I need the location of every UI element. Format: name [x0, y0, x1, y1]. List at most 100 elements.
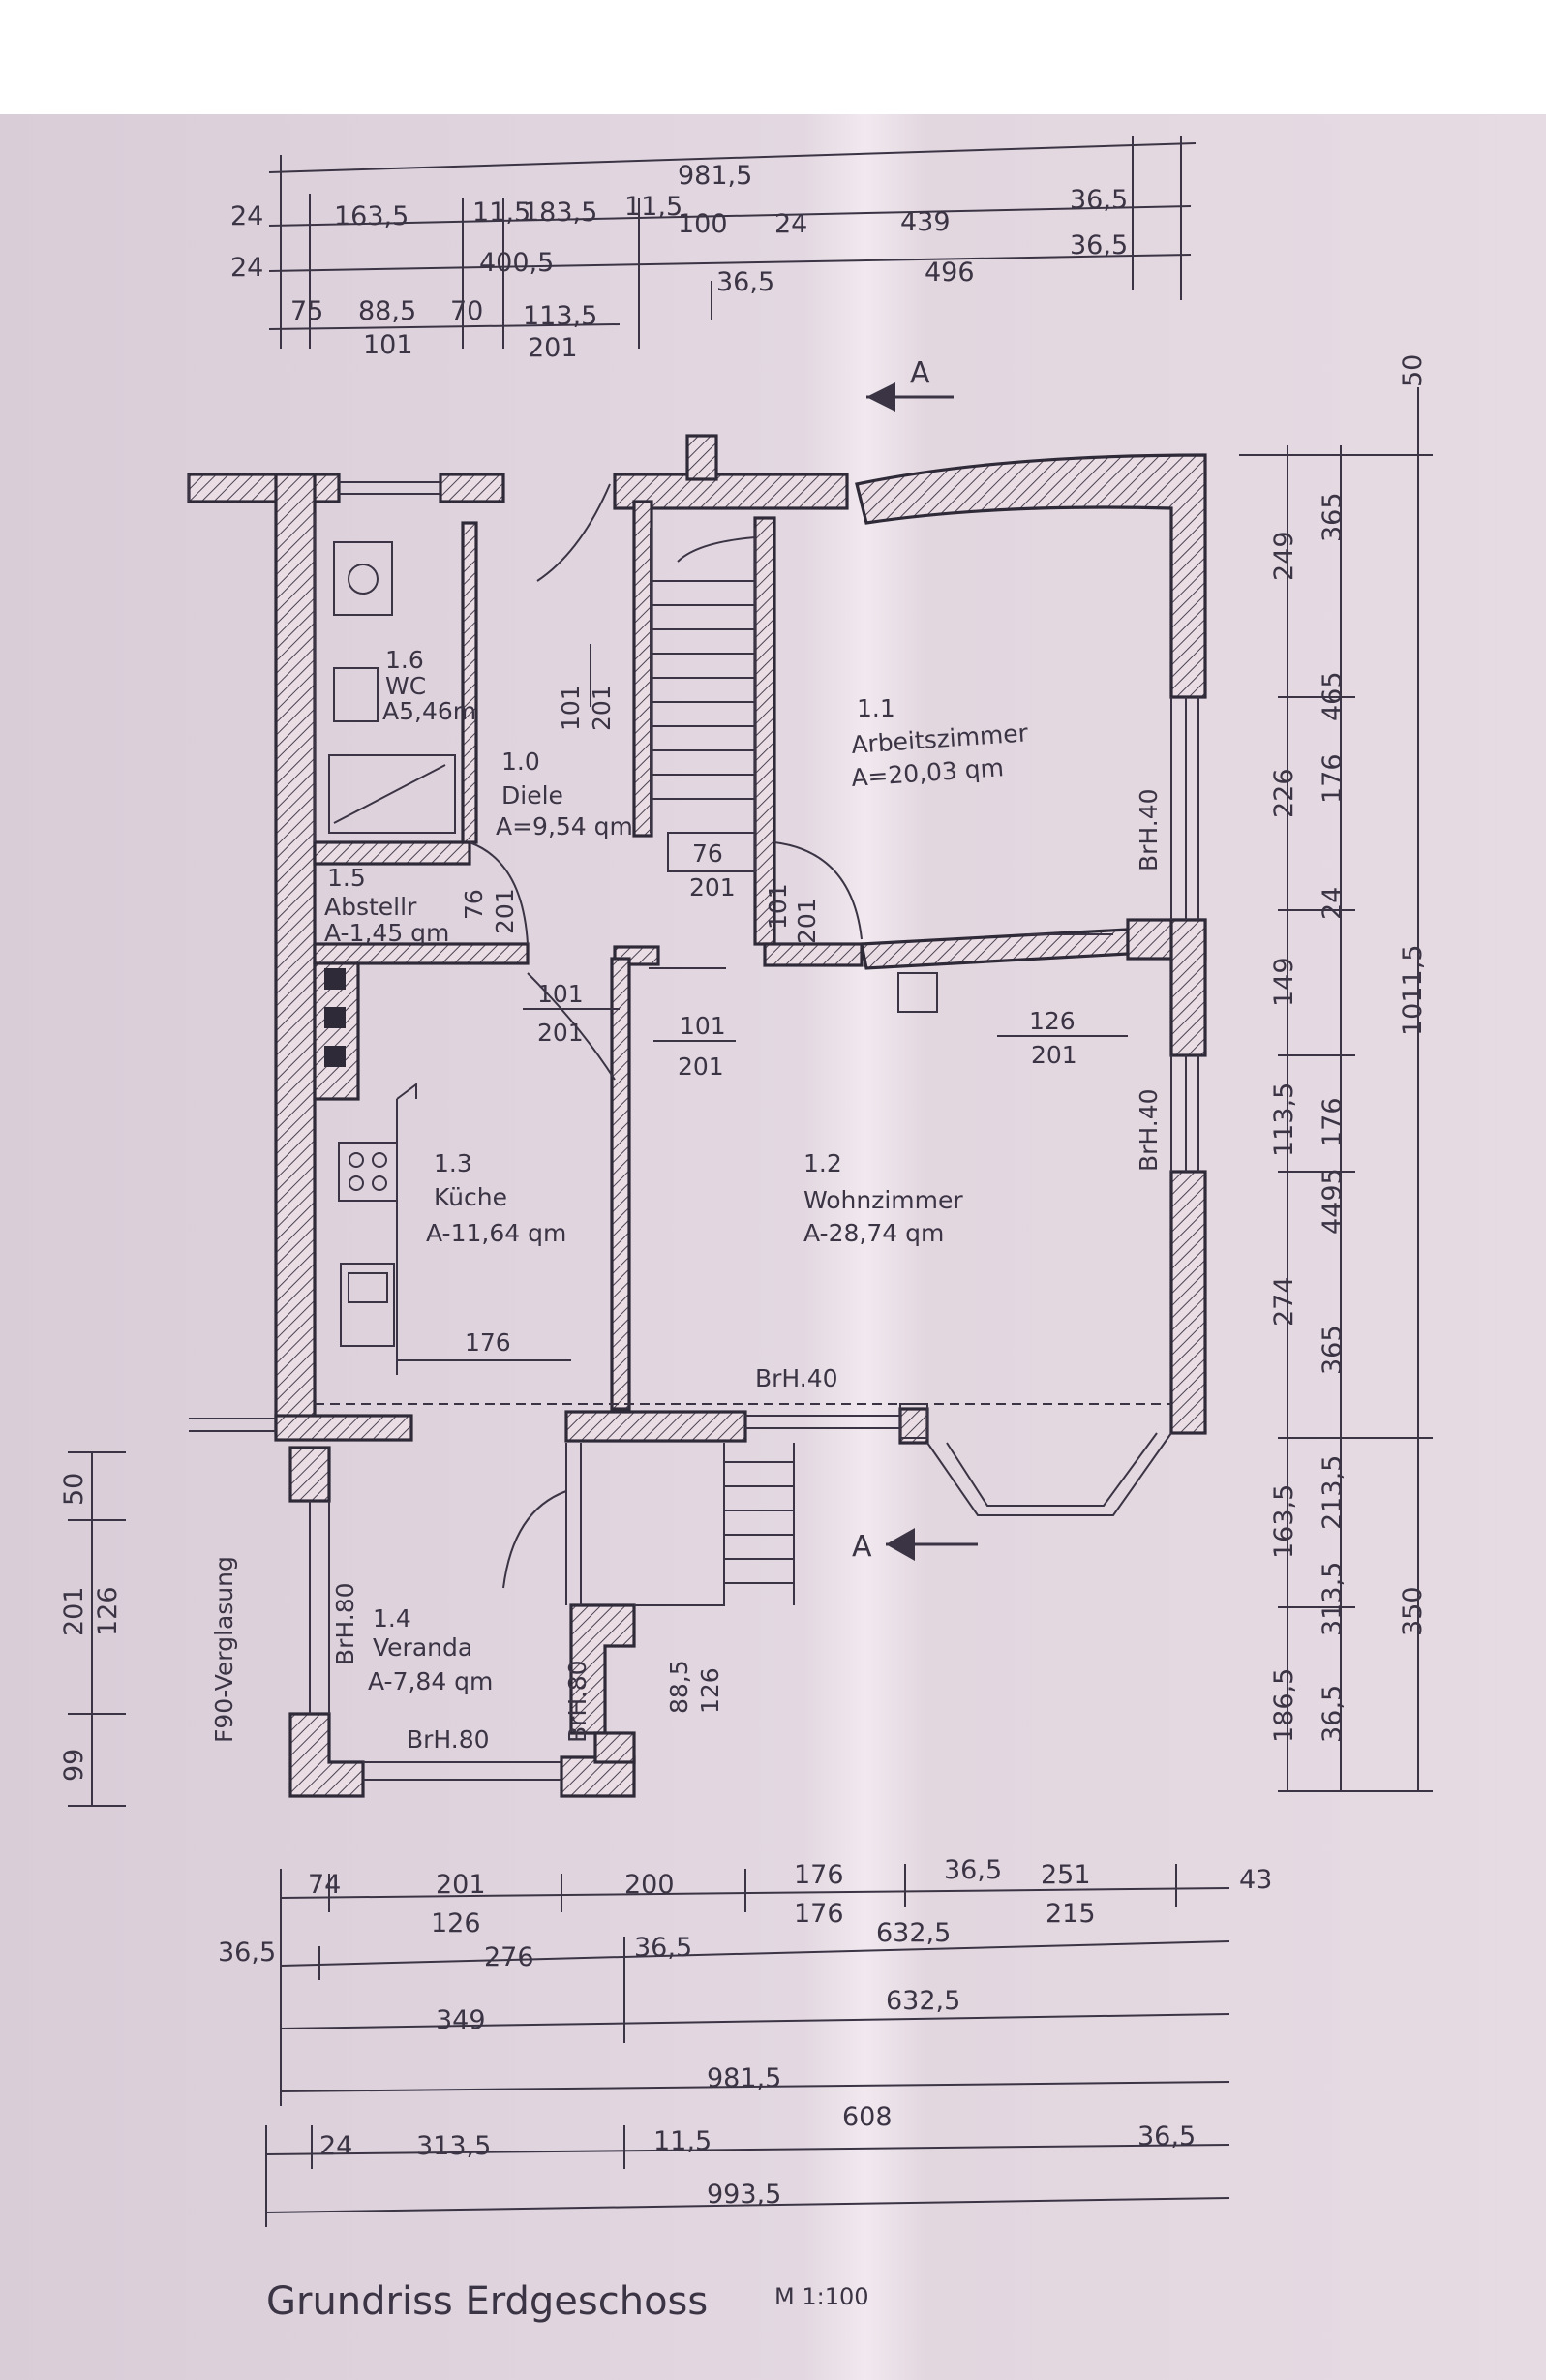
svg-text:365: 365 [1318, 492, 1348, 542]
svg-text:1.4: 1.4 [373, 1604, 411, 1632]
svg-text:WC: WC [385, 672, 426, 700]
dim-top3-201: 201 [528, 333, 578, 363]
svg-text:1.2: 1.2 [803, 1149, 842, 1177]
svg-text:186,5: 186,5 [1269, 1668, 1299, 1743]
section-marker-top: A [866, 356, 954, 412]
svg-text:A-7,84 qm: A-7,84 qm [368, 1667, 493, 1695]
svg-text:Wohnzimmer: Wohnzimmer [803, 1186, 963, 1214]
top-dimension-chains: 981,5 24 163,5 11,5 183,5 11,5 100 24 43… [230, 136, 1197, 363]
svg-text:4495: 4495 [1318, 1168, 1348, 1235]
svg-text:11,5: 11,5 [653, 2126, 712, 2156]
svg-text:313,5: 313,5 [1318, 1562, 1348, 1636]
svg-text:50: 50 [1398, 354, 1428, 387]
svg-text:1.6: 1.6 [385, 646, 424, 674]
svg-text:149: 149 [1269, 957, 1299, 1007]
drawing-title: Grundriss Erdgeschoss [266, 2279, 708, 2324]
dim-top-overall: 981,5 [678, 161, 752, 191]
svg-text:101: 101 [537, 980, 584, 1008]
svg-text:201: 201 [59, 1586, 89, 1636]
dim-top2-400: 400,5 [479, 248, 554, 278]
svg-text:24: 24 [1318, 887, 1348, 920]
svg-text:74: 74 [308, 1870, 341, 1900]
svg-text:36,5: 36,5 [944, 1855, 1002, 1885]
svg-text:50: 50 [59, 1473, 89, 1506]
dim-top3-75: 75 [290, 296, 323, 326]
svg-text:274: 274 [1269, 1276, 1299, 1327]
svg-text:88,5: 88,5 [665, 1660, 693, 1714]
brh40-arbeits: BrH.40 [1135, 788, 1163, 871]
staircase-main [650, 528, 756, 872]
svg-text:201: 201 [1031, 1041, 1077, 1069]
svg-text:A-1,45 qm: A-1,45 qm [324, 919, 449, 947]
dim-top-11b: 11,5 [624, 192, 682, 222]
dim-top-183: 183,5 [523, 198, 597, 228]
section-label-top: A [910, 356, 930, 390]
dim-top3-101: 101 [363, 330, 413, 360]
svg-text:A=9,54 qm: A=9,54 qm [496, 812, 633, 840]
outline-lines [188, 474, 1199, 1781]
svg-text:176: 176 [794, 1860, 844, 1890]
dim-top-163: 163,5 [334, 201, 409, 231]
kitchen-fixtures [324, 968, 417, 1375]
svg-text:1.0: 1.0 [501, 748, 540, 776]
dim-top-24a: 24 [230, 201, 263, 231]
svg-text:76: 76 [692, 839, 723, 868]
section-label-bottom: A [852, 1530, 872, 1564]
section-marker-bottom: A [852, 1528, 978, 1564]
svg-text:36,5: 36,5 [634, 1933, 692, 1963]
svg-text:201: 201 [689, 873, 736, 901]
svg-text:200: 200 [624, 1870, 675, 1900]
dim-top-439: 439 [900, 207, 951, 237]
chimney [897, 972, 938, 1013]
svg-text:632,5: 632,5 [886, 1986, 960, 2016]
svg-text:201: 201 [537, 1019, 584, 1047]
svg-text:1.5: 1.5 [327, 864, 366, 892]
room-label-kueche: 1.3 Küche A-11,64 qm [426, 1149, 566, 1247]
svg-text:126: 126 [431, 1908, 481, 1938]
svg-text:43: 43 [1239, 1865, 1272, 1895]
svg-text:Abstellr: Abstellr [324, 893, 417, 921]
svg-text:226: 226 [1269, 768, 1299, 818]
room-label-abstellraum: 1.5 Abstellr A-1,45 qm [324, 864, 449, 947]
brh40-wohn: BrH.40 [1135, 1088, 1163, 1172]
svg-text:36,5: 36,5 [1137, 2121, 1196, 2151]
room-label-wohnzimmer: 1.2 Wohnzimmer A-28,74 qm [803, 1149, 963, 1247]
brh80-right: BrH.80 [563, 1660, 591, 1743]
svg-text:1011,5: 1011,5 [1398, 945, 1428, 1036]
svg-text:176: 176 [1318, 753, 1348, 804]
f90-label: F90-Verglasung [210, 1556, 238, 1743]
right-dimension-chains: 249 226 149 113,5 274 163,5 186,5 365 46… [1239, 354, 1433, 1792]
svg-text:101: 101 [764, 883, 792, 930]
svg-text:349: 349 [436, 2005, 486, 2035]
opening-dimensions: 101 201 76 201 76 201 101 201 101 201 10… [331, 644, 1163, 1754]
svg-text:632,5: 632,5 [876, 1918, 951, 1948]
svg-text:215: 215 [1046, 1899, 1096, 1929]
svg-text:201: 201 [793, 898, 821, 944]
dim-top3-70: 70 [450, 296, 483, 326]
left-dimension-chain: 50 201 126 99 F90-Verglasung [59, 1451, 238, 1807]
room-label-veranda: 1.4 Veranda A-7,84 qm [368, 1604, 493, 1695]
svg-text:Küche: Küche [434, 1183, 507, 1211]
svg-text:A-28,74 qm: A-28,74 qm [803, 1219, 944, 1247]
svg-text:993,5: 993,5 [707, 2180, 781, 2210]
svg-text:36,5: 36,5 [1318, 1685, 1348, 1743]
dim-top2-36: 36,5 [716, 267, 774, 297]
dim-top2-496: 496 [925, 258, 975, 288]
brh80-bottom: BrH.80 [407, 1725, 490, 1754]
bottom-dimension-chains: 74 201 126 200 176 176 36,5 251 215 43 3… [218, 1855, 1272, 2227]
svg-text:163,5: 163,5 [1269, 1484, 1299, 1559]
dim-top-11a: 11,5 [472, 198, 530, 228]
svg-text:101: 101 [557, 685, 585, 731]
svg-text:24: 24 [319, 2131, 352, 2161]
svg-text:176: 176 [465, 1328, 511, 1357]
svg-text:126: 126 [93, 1586, 123, 1636]
svg-text:249: 249 [1269, 531, 1299, 581]
svg-text:201: 201 [588, 685, 616, 731]
staircase-entry [723, 1443, 795, 1605]
svg-text:1.1: 1.1 [857, 694, 895, 722]
brh40-bottom: BrH.40 [755, 1364, 838, 1392]
wc-fixtures [328, 541, 456, 834]
dim-top-24b: 24 [774, 209, 807, 239]
svg-text:981,5: 981,5 [707, 2063, 781, 2093]
